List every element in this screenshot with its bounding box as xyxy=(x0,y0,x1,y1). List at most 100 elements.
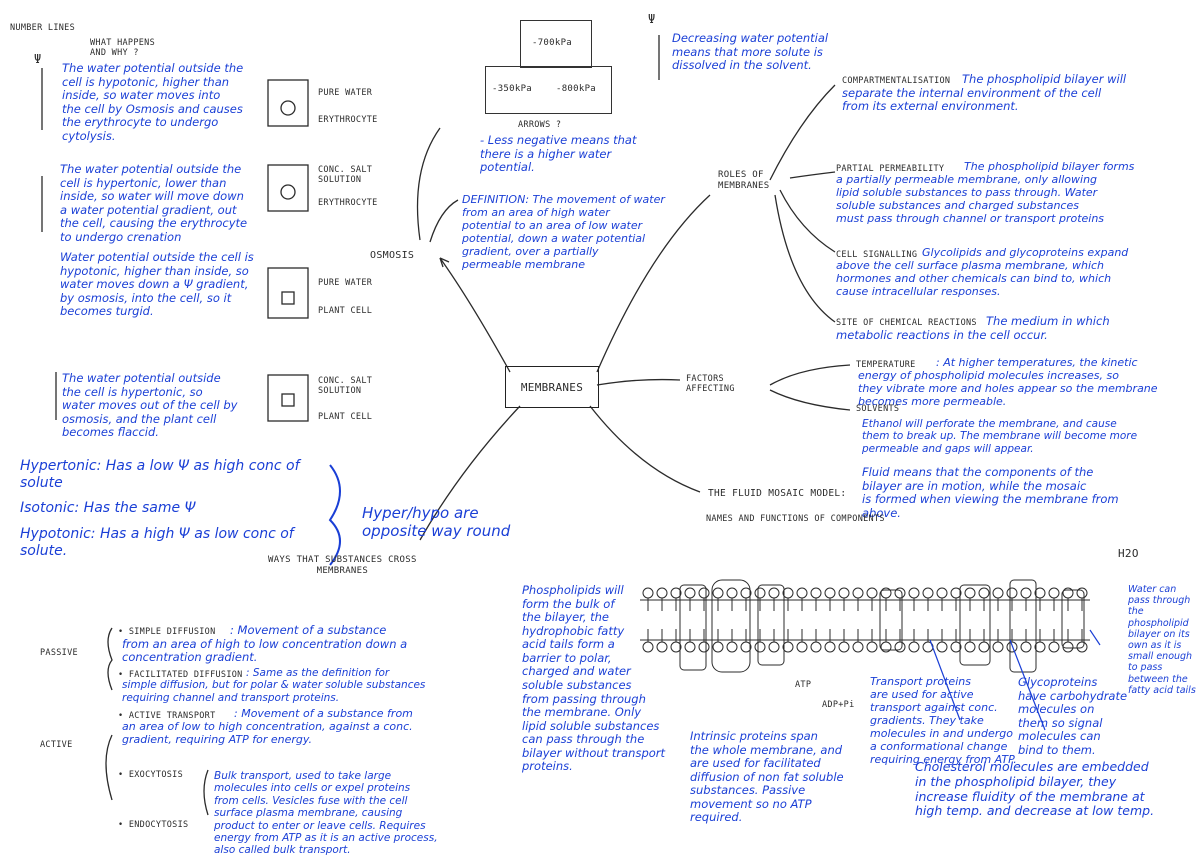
phospholipid-head xyxy=(838,641,850,653)
phospholipid-head xyxy=(1048,587,1060,599)
solvents-title: SOLVENTS xyxy=(856,404,900,414)
phospholipid-head xyxy=(712,587,724,599)
facilitated-title: • FACILITATED DIFFUSION xyxy=(118,670,243,680)
phospholipid-head xyxy=(768,587,780,599)
phospholipid-head xyxy=(964,587,976,599)
osmosis-case-3-label1: PURE WATER xyxy=(318,278,373,288)
osmosis-case-3-label2: PLANT CELL xyxy=(318,306,373,316)
phospholipid-head xyxy=(726,641,738,653)
osmosis-case-3-text: Water potential outside the cell is hypo… xyxy=(60,250,254,319)
atp-label: ATP xyxy=(795,680,812,690)
phospholipid-head xyxy=(1076,641,1088,653)
phospholipid-head xyxy=(684,641,696,653)
osmosis-case-1-text: The water potential outside the cell is … xyxy=(62,61,244,143)
phospholipid-head xyxy=(866,641,878,653)
bulk-transport-text: Bulk transport, used to take large molec… xyxy=(214,770,438,857)
phospholipid-head xyxy=(726,587,738,599)
role-1-text: The phospholipid bilayer will separate t… xyxy=(842,72,1127,114)
phospholipid-head xyxy=(824,641,836,653)
phospholipid-head xyxy=(908,641,920,653)
membrane-sketch xyxy=(640,579,1090,673)
role-1-title: COMPARTMENTALISATION xyxy=(842,76,951,86)
kpa-right: -800kPa xyxy=(556,84,597,94)
phospholipid-head xyxy=(810,587,822,599)
psi-symbol: Ψ xyxy=(34,52,42,66)
active-transport-title: • ACTIVE TRANSPORT xyxy=(118,711,216,721)
kpa-box-top xyxy=(520,20,592,68)
phospholipid-head xyxy=(1006,587,1018,599)
phospholipid-head xyxy=(866,587,878,599)
passive-label: PASSIVE xyxy=(40,648,78,658)
phospholipid-head xyxy=(796,587,808,599)
phospholipid-head xyxy=(1062,641,1074,653)
osmosis-definition: DEFINITION: The movement of water from a… xyxy=(462,193,665,271)
transport-proteins-text: Transport proteins are used for active t… xyxy=(870,675,1017,766)
osmosis-case-1-label1: PURE WATER xyxy=(318,88,373,98)
role-2-text: The phospholipid bilayer forms a partial… xyxy=(836,160,1135,225)
temperature-text: : At higher temperatures, the kinetic en… xyxy=(858,356,1158,408)
h2o-label: H2O xyxy=(1118,547,1139,560)
glycoproteins-text: Glycoproteins have carbohydrate molecule… xyxy=(1018,675,1128,757)
arrows-question: ARROWS ? xyxy=(518,120,562,130)
simple-diffusion-text: : Movement of a substance from an area o… xyxy=(122,623,408,665)
central-node: MEMBRANES xyxy=(505,366,599,408)
phospholipid-head xyxy=(978,587,990,599)
kpa-box-bottom xyxy=(485,66,612,114)
number-lines-label: NUMBER LINES xyxy=(10,23,76,33)
isotonic-def: Isotonic: Has the same Ψ xyxy=(20,500,196,516)
osmosis-case-2-text: The water potential outside the cell is … xyxy=(60,162,248,244)
facilitated-text: : Same as the definition for simple diff… xyxy=(122,667,426,704)
phospholipids-text: Phospholipids will form the bulk of the … xyxy=(522,583,666,774)
phospholipid-head xyxy=(698,641,710,653)
active-label: ACTIVE xyxy=(40,740,73,750)
role-3-title: CELL SIGNALLING xyxy=(836,250,918,260)
water-text: Water can pass through the phospholipid … xyxy=(1128,584,1196,696)
phospholipid-head xyxy=(936,641,948,653)
phospholipid-head xyxy=(796,641,808,653)
arrows-answer: - Less negative means that there is a hi… xyxy=(480,133,637,175)
osmosis-case-4-label2: PLANT CELL xyxy=(318,412,373,422)
phospholipid-head xyxy=(1020,587,1032,599)
phospholipid-head xyxy=(698,587,710,599)
hyper-hypo-note: Hyper/hypo are opposite way round xyxy=(362,504,511,540)
phospholipid-head xyxy=(810,641,822,653)
phospholipid-head xyxy=(1048,641,1060,653)
osmosis-case-1-label2: ERYTHROCYTE xyxy=(318,115,378,125)
phospholipid-head xyxy=(712,641,724,653)
phospholipid-head xyxy=(936,587,948,599)
kpa-top: -700kPa xyxy=(532,38,573,48)
simple-diffusion-title: • SIMPLE DIFFUSION xyxy=(118,627,216,637)
decreasing-note: Decreasing water potential means that mo… xyxy=(672,31,829,73)
phospholipid-head xyxy=(754,587,766,599)
what-happens-label: WHAT HAPPENS AND WHY ? xyxy=(90,38,156,59)
phospholipid-head xyxy=(824,587,836,599)
osmosis-label: OSMOSIS xyxy=(370,250,415,261)
osmosis-case-4-text: The water potential outside the cell is … xyxy=(62,371,238,440)
central-node-label: MEMBRANES xyxy=(520,380,584,394)
hypertonic-def: Hypertonic: Has a low Ψ as high conc of … xyxy=(20,458,300,491)
role-3-text: Glycolipids and glycoproteins expand abo… xyxy=(836,246,1129,298)
temperature-title: TEMPERATURE xyxy=(856,360,916,370)
hypotonic-def: Hypotonic: Has a high Ψ as low conc of s… xyxy=(20,526,294,559)
adp-label: ADP+Pi xyxy=(822,700,855,710)
ways-label: WAYS THAT SUBSTANCES CROSS MEMBRANES xyxy=(268,555,417,576)
phospholipid-head xyxy=(838,587,850,599)
factors-label: FACTORS AFFECTING xyxy=(686,374,735,395)
names-functions-label: NAMES AND FUNCTIONS OF COMPONENTS xyxy=(706,514,885,524)
kpa-left: -350kPa xyxy=(492,84,533,94)
role-4-text: The medium in which metabolic reactions … xyxy=(836,314,1110,342)
phospholipid-head xyxy=(922,587,934,599)
phospholipid-head xyxy=(754,641,766,653)
phospholipid-head xyxy=(992,641,1004,653)
fluid-mosaic-label: THE FLUID MOSAIC MODEL: xyxy=(708,488,847,499)
phospholipid-head xyxy=(684,587,696,599)
roles-label: ROLES OF MEMBRANES xyxy=(718,170,770,191)
role-4-title: SITE OF CHEMICAL REACTIONS xyxy=(836,318,977,328)
exocytosis-label: • EXOCYTOSIS xyxy=(118,770,184,780)
phospholipid-head xyxy=(908,587,920,599)
phospholipid-head xyxy=(964,641,976,653)
role-2-title: PARTIAL PERMEABILITY xyxy=(836,164,945,174)
cholesterol-text: Cholesterol molecules are embedded in th… xyxy=(915,759,1155,819)
